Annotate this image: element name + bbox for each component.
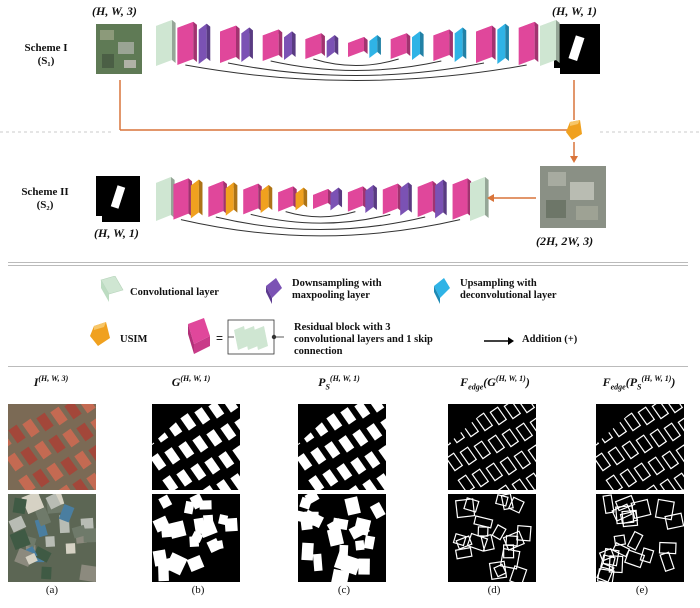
scheme1-up-block xyxy=(454,27,467,62)
scheme1-res-block xyxy=(177,21,197,65)
scheme1-res-block xyxy=(433,29,453,61)
scheme2-input-arrow xyxy=(487,194,536,202)
scheme2-label: Scheme II (S₂) xyxy=(21,186,69,211)
scheme2-usim-block xyxy=(260,185,273,213)
grid-image-b-1 xyxy=(152,404,240,490)
skip-connection xyxy=(250,213,391,224)
scheme1-output-dim: (H, W, 1) xyxy=(552,4,597,18)
scheme2-usim-block xyxy=(295,187,308,211)
residual-block-icon: = xyxy=(188,318,284,355)
svg-text:=: = xyxy=(216,331,223,345)
caption-d: (d) xyxy=(487,584,501,596)
scheme1-res-block xyxy=(518,21,539,65)
skip-connection xyxy=(313,58,399,66)
scheme1-up-block xyxy=(369,35,381,58)
caption-a: (a) xyxy=(45,584,59,596)
legend-add-label: Addition (+) xyxy=(522,334,578,345)
usim-icon xyxy=(90,322,110,346)
column-head-e: Fedge(PS(H, W, 1)) xyxy=(602,374,676,392)
conv-layer-icon xyxy=(100,276,124,302)
legend-down-label: Downsampling with maxpooling layer xyxy=(292,278,382,301)
scheme2-output-mask xyxy=(96,176,140,222)
scheme1-output-mask xyxy=(554,24,600,74)
scheme1-down-block xyxy=(284,31,296,60)
scheme1-network xyxy=(156,20,560,81)
scheme1-res-block xyxy=(348,37,368,57)
column-head-d: Fedge(G(H, W, 1)) xyxy=(460,374,530,392)
column-head-c: PS(H, W, 1) xyxy=(318,374,360,392)
scheme1-down-block xyxy=(326,35,339,58)
scheme2-network xyxy=(156,177,489,237)
grid-image-b-2 xyxy=(152,494,240,582)
skip-connection xyxy=(285,211,356,218)
scheme1-conv-block xyxy=(540,20,560,66)
scheme2-input-dim: (2H, 2W, 3) xyxy=(536,234,594,248)
grid-image-e-2 xyxy=(596,494,684,582)
scheme2-down-block xyxy=(365,185,377,213)
legend-up-label: Upsampling with deconvolutional layer xyxy=(460,278,557,301)
scheme1-label: Scheme I (S₁) xyxy=(24,42,68,67)
legend-conv-label: Convolutional layer xyxy=(130,287,219,298)
skip-connection xyxy=(270,60,442,71)
legend-usim-label: USIM xyxy=(120,334,148,345)
upsampling-icon xyxy=(434,278,450,304)
separator-top xyxy=(8,262,688,263)
downsampling-icon xyxy=(266,278,282,304)
grid-image-e-1 xyxy=(596,404,684,490)
scheme2-down-block xyxy=(330,187,343,211)
skip-connection xyxy=(180,219,461,237)
scheme2-output-dim: (H, W, 1) xyxy=(94,226,139,240)
scheme1-up-block xyxy=(412,31,424,60)
scheme2-res-block xyxy=(382,183,402,215)
scheme1-res-block xyxy=(476,25,496,64)
scheme2-down-block xyxy=(400,182,412,216)
usim-block-icon xyxy=(566,120,582,140)
scheme2-res-block xyxy=(417,181,437,217)
scheme1-conv-block xyxy=(156,20,176,66)
scheme1-res-block xyxy=(390,33,411,59)
scheme1-down-block xyxy=(198,23,211,64)
scheme1-up-block xyxy=(497,23,509,64)
addition-arrow-icon xyxy=(484,337,514,345)
scheme-connector xyxy=(0,80,700,163)
scheme1-res-block xyxy=(305,33,325,59)
scheme2-conv-block xyxy=(470,177,489,221)
grid-image-a-1 xyxy=(8,404,96,490)
scheme2-input-image xyxy=(540,166,606,228)
scheme2-down-block xyxy=(435,179,447,219)
scheme1-input-image xyxy=(96,24,142,74)
separator-bottom xyxy=(8,366,688,367)
skip-connection xyxy=(185,64,527,81)
caption-c: (c) xyxy=(337,584,351,596)
separator-top-2 xyxy=(8,265,688,266)
column-head-b: G(H, W, 1) xyxy=(171,374,211,389)
skip-connection xyxy=(227,62,485,76)
scheme1-input-dim: (H, W, 3) xyxy=(92,4,137,18)
grid-image-d-1 xyxy=(448,404,536,490)
grid-image-a-2 xyxy=(8,494,96,582)
grid-image-c-2 xyxy=(298,494,386,582)
scheme2-res-block xyxy=(313,189,332,209)
caption-e: (e) xyxy=(635,584,649,596)
scheme1-res-block xyxy=(262,29,283,61)
scheme1-res-block xyxy=(220,25,240,64)
scheme2-usim-block xyxy=(190,179,203,219)
legend-res-label: Residual block with 3 convolutional laye… xyxy=(294,322,433,357)
grid-image-d-2 xyxy=(448,494,536,582)
grid-image-c-1 xyxy=(298,404,386,490)
scheme2-usim-block xyxy=(225,182,238,216)
scheme2-res-block xyxy=(278,186,297,212)
caption-b: (b) xyxy=(191,584,205,596)
skip-connection xyxy=(215,216,426,230)
scheme1-down-block xyxy=(241,27,253,62)
column-head-a: I(H, W, 3) xyxy=(33,374,69,389)
